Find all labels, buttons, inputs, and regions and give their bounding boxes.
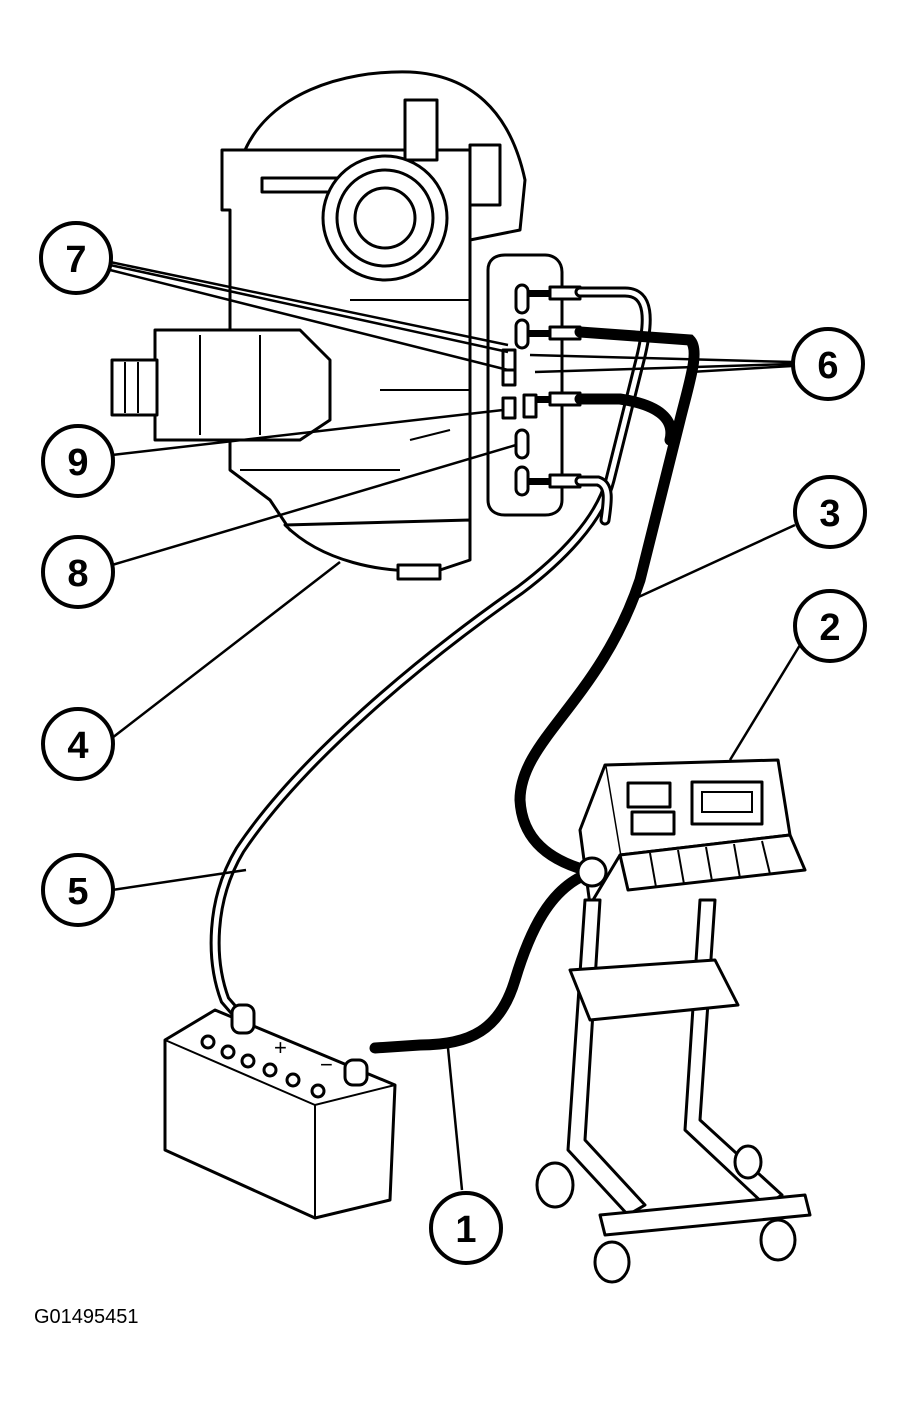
callout-1-label: 1 <box>455 1209 476 1251</box>
battery: + − <box>163 1003 397 1220</box>
callout-2-label: 2 <box>819 607 840 649</box>
leader-lines <box>109 260 802 1191</box>
callout-4: 4 <box>41 707 115 781</box>
callout-2: 2 <box>793 589 867 663</box>
battery-minus-sign: − <box>320 1052 333 1077</box>
engine-assembly <box>110 70 582 581</box>
battery-plus-sign: + <box>274 1035 287 1060</box>
tester-cart <box>535 758 812 1284</box>
callout-4-label: 4 <box>67 725 88 767</box>
callout-5: 5 <box>41 853 115 927</box>
callout-3-label: 3 <box>819 493 840 535</box>
callout-6: 6 <box>791 327 865 401</box>
callout-7: 7 <box>39 221 113 295</box>
callout-1: 1 <box>429 1191 503 1265</box>
callout-9: 9 <box>41 424 115 498</box>
callout-5-label: 5 <box>67 871 88 913</box>
callout-8: 8 <box>41 535 115 609</box>
figure-id: G01495451 <box>34 1306 139 1328</box>
callout-7-label: 7 <box>65 239 86 281</box>
callout-6-label: 6 <box>817 345 838 387</box>
callout-3: 3 <box>793 475 867 549</box>
callout-8-label: 8 <box>67 553 88 595</box>
clamp-plug <box>528 285 582 489</box>
cables <box>209 286 700 1054</box>
callout-9-label: 9 <box>67 442 88 484</box>
